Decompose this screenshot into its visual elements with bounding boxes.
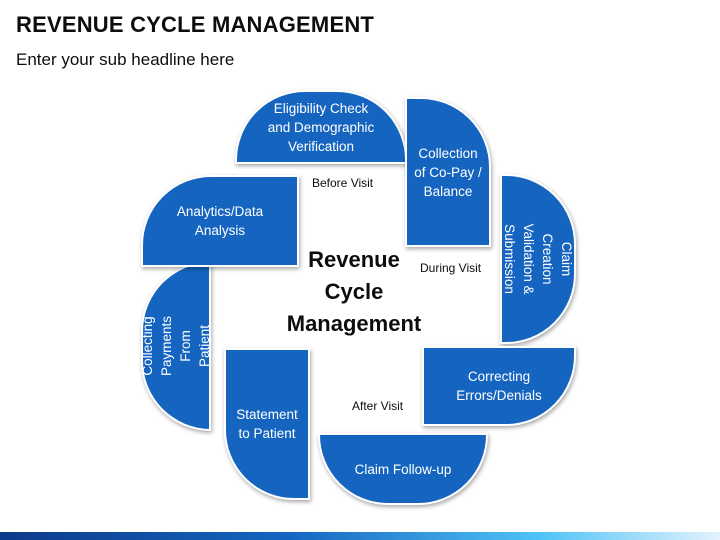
step-statement-to-patient-label: Statement to Patient (236, 407, 298, 441)
step-statement-to-patient: Statement to Patient (224, 348, 310, 500)
step-collection-copay-label: Collection of Co-Pay / Balance (414, 145, 482, 199)
phase-before-visit: Before Visit (312, 176, 374, 190)
step-claim-creation-label: Claim Creation Validation & Submission (502, 223, 574, 295)
page-title: REVENUE CYCLE MANAGEMENT (16, 12, 375, 37)
step-correcting-errors-label: Correcting Errors/Denials (456, 369, 542, 403)
step-collection-copay: Collection of Co-Pay / Balance (405, 97, 491, 247)
step-collecting-payments-label: Collecting Payments From Patient (140, 315, 212, 377)
step-correcting-errors: Correcting Errors/Denials (422, 346, 576, 426)
step-claim-follow-up-label: Claim Follow-up (354, 461, 452, 477)
step-eligibility-check: Eligibility Check and Demographic Verifi… (235, 90, 407, 164)
step-analytics: Analytics/Data Analysis (141, 175, 299, 267)
phase-during-visit: During Visit (420, 261, 482, 275)
page-subtitle: Enter your sub headline here (16, 50, 235, 69)
step-eligibility-check-label: Eligibility Check and Demographic Verifi… (267, 100, 375, 154)
step-claim-follow-up: Claim Follow-up (318, 433, 488, 505)
step-analytics-label: Analytics/Data Analysis (176, 204, 264, 238)
phase-after-visit: After Visit (352, 399, 404, 413)
step-collecting-payments: Collecting Payments From Patient (140, 261, 212, 431)
footer-accent-bar (0, 532, 720, 540)
step-claim-creation: Claim Creation Validation & Submission (500, 174, 576, 344)
diagram-center-title: Revenue Cycle Management (286, 247, 422, 336)
